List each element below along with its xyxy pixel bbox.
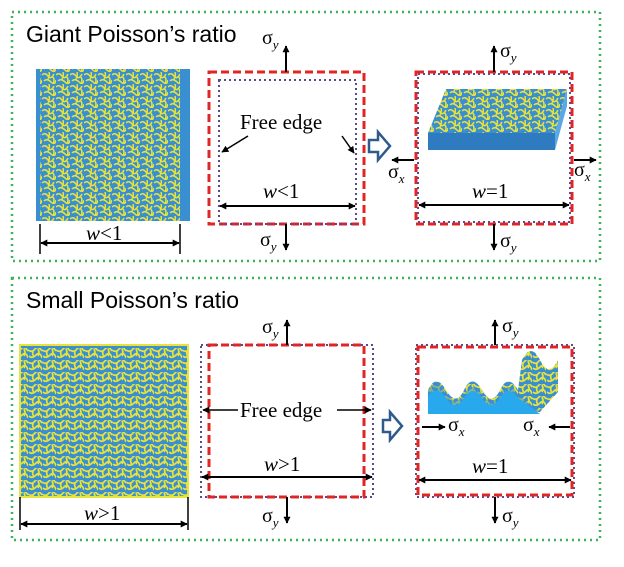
constrained-schematic: σy σy σx σx w=1 <box>388 40 597 255</box>
panel-title: Small Poisson’s ratio <box>26 287 239 313</box>
inner-width-label: w<1 <box>263 179 299 203</box>
sample-width-dimension: w<1 <box>39 221 181 254</box>
inner-width-label: w>1 <box>264 452 300 476</box>
sample-width-label: w>1 <box>84 501 120 525</box>
transition-arrow <box>381 408 404 444</box>
network-sample <box>19 344 189 498</box>
sigma-x-left-label: σx <box>388 161 405 186</box>
sample-width-dimension: w>1 <box>19 497 189 530</box>
constrained-width-label: w=1 <box>472 454 508 478</box>
sigma-y-bottom-label: σy <box>260 229 277 254</box>
constrained-width-label: w=1 <box>472 179 508 203</box>
sigma-y-top-label: σy <box>502 315 519 340</box>
flat-film-illustration <box>428 89 567 150</box>
sigma-y-bottom-label: σy <box>262 505 279 530</box>
sigma-x-right-label: σx <box>523 414 540 439</box>
inner-box <box>417 73 571 223</box>
sigma-y-bottom-label: σy <box>500 230 517 255</box>
panel-border <box>10 10 602 263</box>
sigma-x-right-label: σx <box>574 159 591 184</box>
sigma-x-left-label: σx <box>448 414 465 439</box>
sigma-y-top-label: σy <box>500 40 517 65</box>
free-edge-label: Free edge <box>240 110 322 134</box>
transition-arrow <box>367 128 392 164</box>
wrinkled-film-illustration <box>428 351 558 414</box>
outer-box <box>416 345 574 497</box>
free-edge-label: Free edge <box>240 398 322 422</box>
inner-box <box>218 79 357 225</box>
free-edge-schematic: σy σy Free edge w<1 <box>207 27 366 254</box>
sigma-y-bottom-label: σy <box>502 505 519 530</box>
sigma-y-top-label: σy <box>262 316 279 341</box>
panel-border <box>10 276 602 542</box>
panel-title: Giant Poisson’s ratio <box>26 21 237 47</box>
giant-poisson-panel: Giant Poisson’s ratio w<1 σy σy Free edg… <box>10 10 602 263</box>
small-poisson-panel: Small Poisson’s ratio w>1 σy σy Free edg… <box>10 276 602 542</box>
constrained-schematic: σy σy σx σx w=1 <box>415 315 575 530</box>
network-sample <box>36 69 190 221</box>
sample-width-label: w<1 <box>86 221 122 245</box>
sigma-y-top-label: σy <box>262 27 279 52</box>
free-edge-schematic: σy σy Free edge w>1 <box>200 316 374 530</box>
